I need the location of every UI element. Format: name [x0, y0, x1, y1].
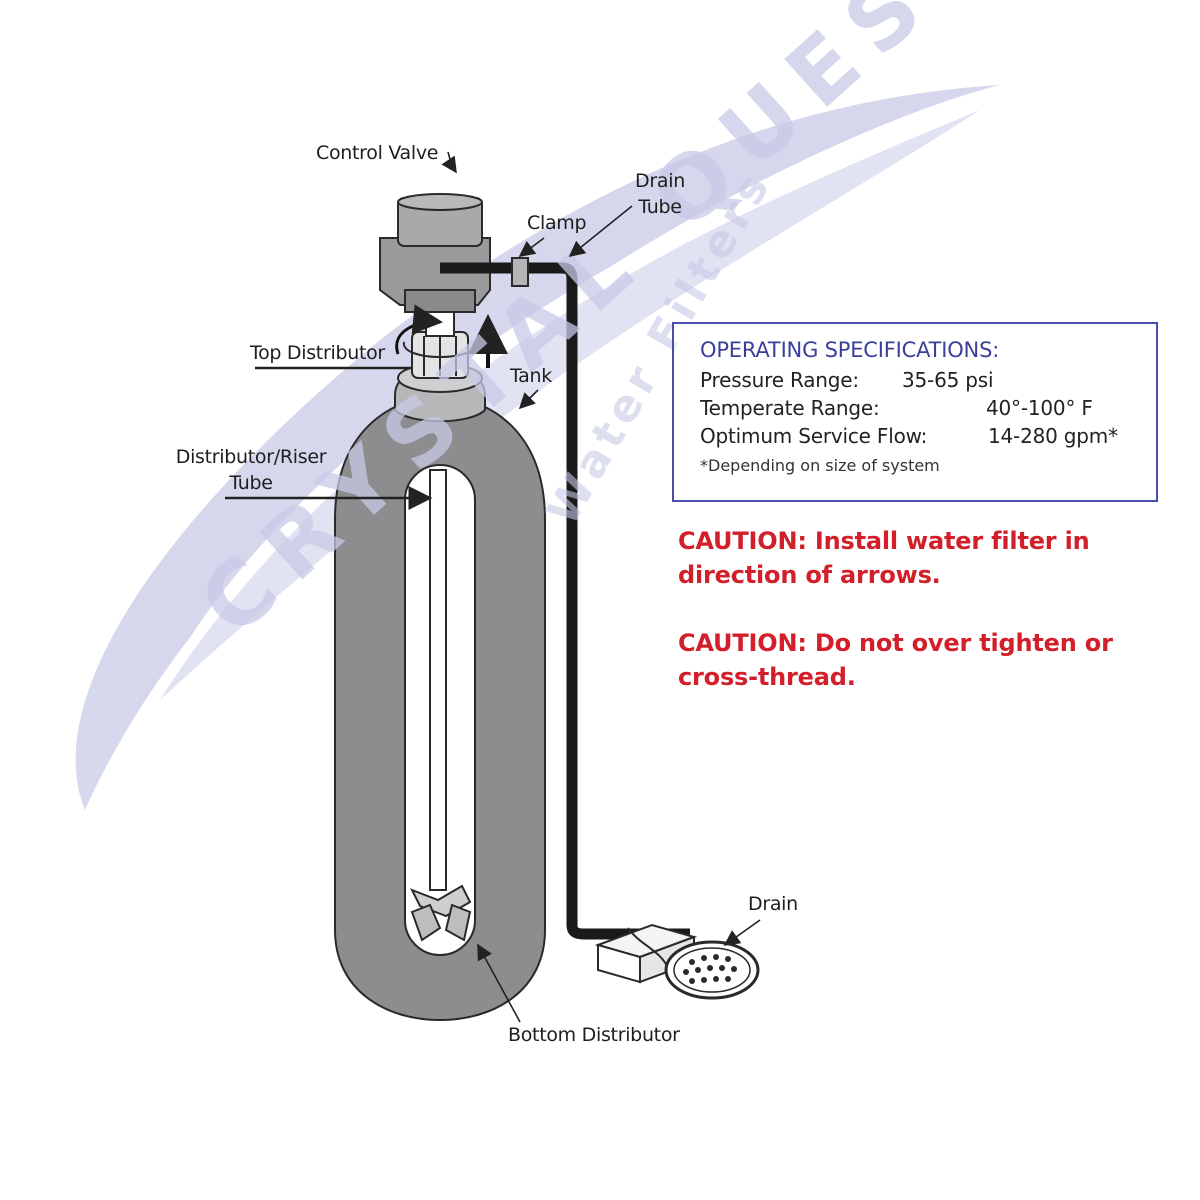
clamp — [511, 257, 529, 287]
spec-row-flow-label: Optimum Service Flow: — [700, 424, 928, 448]
spec-row-pressure-value: 35-65 psi — [902, 368, 994, 392]
caution-tighten-line2: cross-thread. — [678, 663, 856, 691]
label-bottom-distributor: Bottom Distributor — [508, 1024, 680, 1046]
label-drain: Drain — [748, 893, 798, 915]
valve-stem — [425, 311, 455, 337]
spec-note: *Depending on size of system — [700, 456, 940, 475]
caution-arrows-line1: CAUTION: Install water filter in — [678, 527, 1090, 555]
watermark-logo — [75, 85, 1001, 810]
leader-control-valve — [441, 151, 457, 174]
operating-specifications-box: OPERATING SPECIFICATIONS: Pressure Range… — [672, 322, 1158, 502]
label-riser-line2: Tube — [229, 472, 273, 494]
leader-lines — [225, 151, 761, 1023]
caution-tighten: CAUTION: Do not over tighten or cross-th… — [678, 626, 1178, 694]
label-tank: Tank — [510, 365, 552, 387]
label-control-valve: Control Valve — [316, 142, 439, 164]
label-drain-tube-line1: Drain — [635, 170, 685, 192]
caution-arrows-line2: direction of arrows. — [678, 561, 941, 589]
label-drain-tube-line2: Tube — [638, 196, 682, 218]
leader-bottom-distributor — [477, 943, 521, 1023]
riser-tube — [429, 469, 447, 891]
caution-tighten-line1: CAUTION: Do not over tighten or — [678, 629, 1113, 657]
label-riser-line1: Distributor/Riser — [175, 446, 327, 468]
caution-arrows: CAUTION: Install water filter in directi… — [678, 524, 1178, 592]
spec-row-temperature-label: Temperate Range: — [700, 396, 880, 420]
rotation-arrow — [395, 304, 443, 355]
label-riser-tube: Distributor/Riser Tube — [168, 444, 334, 496]
label-top-distributor: Top Distributor — [250, 342, 385, 364]
spec-row-pressure-label: Pressure Range: — [700, 368, 859, 392]
watermark-swoosh-outer — [75, 85, 1001, 810]
label-drain-tube: Drain Tube — [628, 168, 692, 220]
bottom-distributor — [409, 884, 472, 942]
drain-weight-block — [594, 923, 698, 984]
leader-tank — [518, 389, 539, 410]
leader-drain-tube — [568, 205, 633, 258]
spec-row-flow-value: 14-280 gpm* — [988, 424, 1118, 448]
spec-title: OPERATING SPECIFICATIONS: — [700, 338, 1000, 362]
leader-drain — [723, 919, 761, 946]
label-clamp: Clamp — [527, 212, 587, 234]
spec-row-temperature-value: 40°-100° F — [986, 396, 1093, 420]
control-valve — [379, 193, 491, 313]
drain-tube — [440, 262, 690, 940]
leader-clamp — [518, 237, 545, 257]
drain-grate — [664, 940, 760, 1000]
